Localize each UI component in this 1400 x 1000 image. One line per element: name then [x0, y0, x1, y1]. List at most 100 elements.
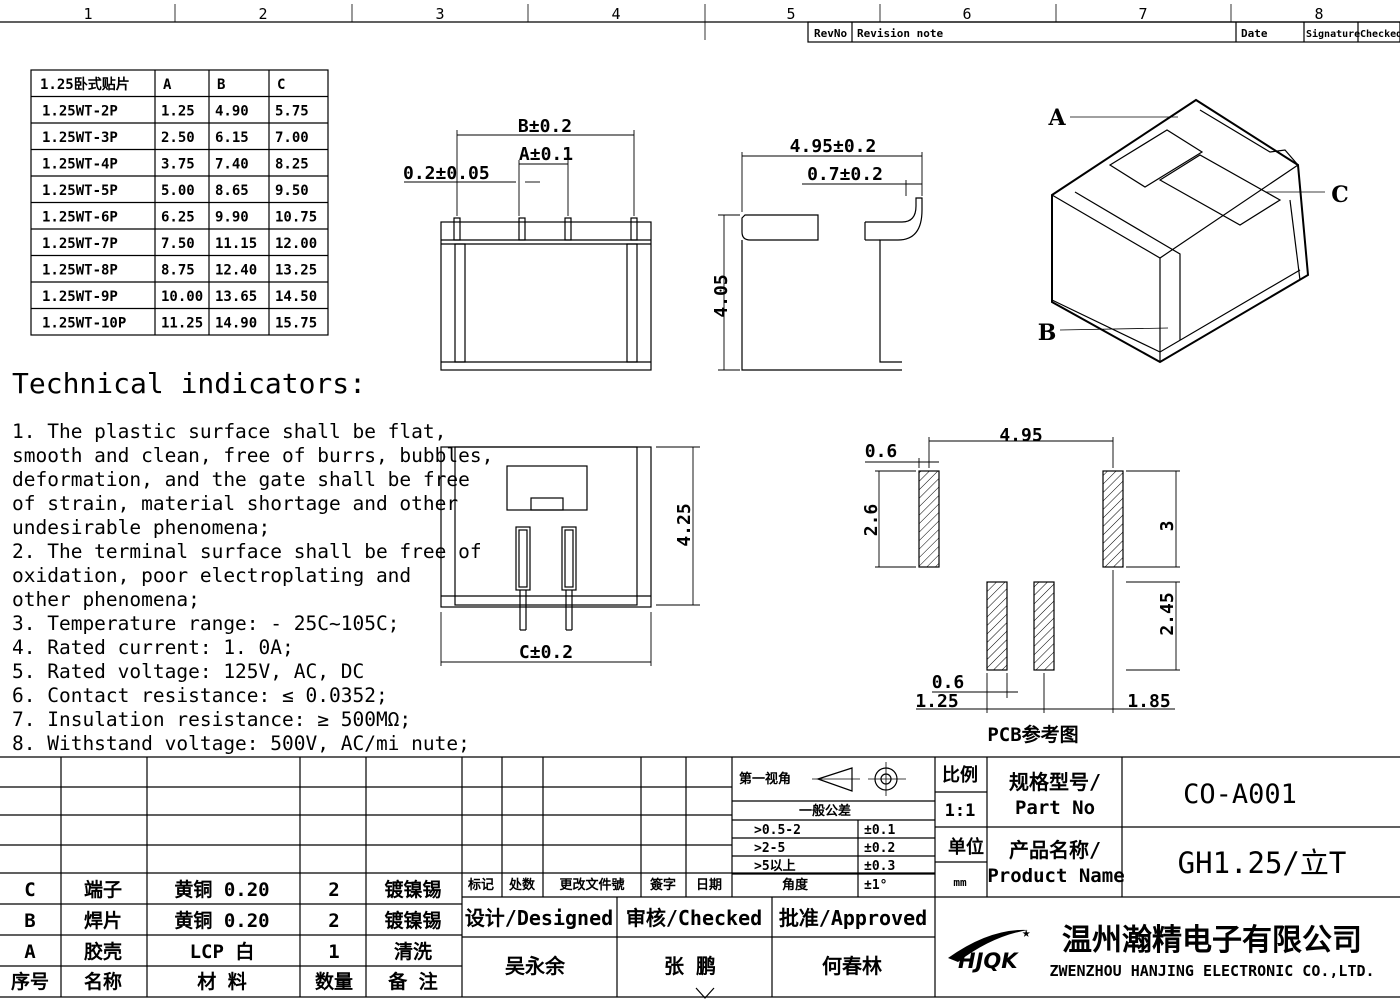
tech-list: 1. The plastic surface shall be flat,smo…: [12, 420, 493, 755]
product-name-label-cn: 产品名称/: [1009, 838, 1101, 862]
bom-header-material: 材 料: [197, 970, 246, 993]
part-no-value: CO-A001: [1183, 779, 1297, 810]
bom-name: 焊片: [84, 909, 122, 932]
revision-note-label: Revision note: [857, 27, 943, 40]
zone-4: 4: [611, 5, 620, 23]
bom-material: 黄铜 0.20: [174, 878, 269, 901]
dims-table-cell: 14.50: [275, 289, 317, 305]
dims-table-cell: 13.65: [215, 289, 257, 305]
product-name-value: GH1.25/立T: [1178, 846, 1347, 880]
pcb-pad: [1102, 470, 1124, 568]
dims-table-cell: 10.00: [161, 289, 203, 305]
tech-line: 8. Withstand voltage: 500V, AC/mi nute;: [12, 732, 470, 755]
dims-table-cell: 7.00: [275, 130, 309, 146]
tolerance-value: ±0.1: [864, 823, 895, 838]
side-width-dim: 4.95±0.2: [790, 136, 877, 157]
unit-value: mm: [953, 876, 967, 889]
top-height-dim: 4.25: [674, 503, 695, 546]
tech-line: deformation, and the gate shall be free: [12, 468, 470, 491]
dims-table-cell: 10.75: [275, 210, 317, 226]
dims-table-cell: 11.15: [215, 236, 257, 252]
checked-label: Checked: [1360, 29, 1400, 40]
dims-table-cell: 8.75: [161, 263, 195, 279]
dims-table-cell: 5.75: [275, 104, 309, 120]
changelog-doc: 更改文件號: [559, 877, 624, 893]
bom-code: B: [24, 910, 35, 932]
revision-header: RevNo Revision note Date Signature Check…: [807, 21, 1400, 43]
dims-table-cell: 1.25WT-9P: [42, 289, 118, 305]
changelog-sign: 簽字: [650, 877, 676, 893]
front-pin-dim: 0.2±0.05: [403, 163, 490, 184]
dims-table-cell: 6.15: [215, 130, 249, 146]
part-no-label-en: Part No: [1015, 797, 1095, 819]
pcb-right-height-dim: 3: [1157, 521, 1178, 532]
tech-line: 3. Temperature range: - 25C~105C;: [12, 612, 399, 635]
dims-table-cell: 1.25WT-6P: [42, 210, 118, 226]
tolerance-range: >2-5: [754, 841, 785, 856]
company-logo: HJQK ★: [948, 925, 1031, 973]
checked-by: 张 鹏: [664, 954, 716, 978]
tech-line: 5. Rated voltage: 125V, AC, DC: [12, 660, 364, 683]
logo-text: HJQK: [958, 949, 1019, 973]
projection-label: 第一视角: [739, 771, 791, 787]
dims-table-cell: 1.25WT-4P: [42, 157, 118, 173]
tolerance-range: 角度: [782, 877, 809, 893]
date-label: Date: [1241, 27, 1268, 40]
bom-header-name: 名称: [84, 970, 122, 993]
designed-label: 设计/Designed: [465, 906, 613, 930]
part-no-label-cn: 规格型号/: [1009, 770, 1101, 794]
scale-label: 比例: [942, 764, 978, 786]
unit-label: 单位: [948, 836, 984, 858]
tech-line: of strain, material shortage and other: [12, 492, 458, 515]
dims-table-cell: 1.25WT-5P: [42, 183, 118, 199]
dims-table-cell: 7.40: [215, 157, 249, 173]
iso-label-a: A: [1047, 105, 1066, 131]
dims-table-cell: 13.25: [275, 263, 317, 279]
dims-table-cell: 3.75: [161, 157, 195, 173]
bom-header-qty: 数量: [315, 970, 353, 993]
bom-code: A: [24, 941, 36, 963]
bom-header-note: 备 注: [387, 970, 437, 993]
changelog-count: 处数: [508, 877, 536, 893]
pcb-pad: [1033, 581, 1055, 671]
pcb-footprint: 4.95 0.6 2.6 3 2.45 0.6 1.25 1.85 PCB参考图: [861, 425, 1180, 746]
dims-table-cell: 12.40: [215, 263, 257, 279]
tech-line: 7. Insulation resistance: ≥ 500MΩ;: [12, 708, 411, 731]
dims-table-header: A: [163, 77, 172, 93]
tolerance-value: ±0.2: [864, 841, 895, 856]
bom-qty: 2: [328, 879, 339, 901]
dims-table-cell: 4.90: [215, 104, 249, 120]
zone-7: 7: [1138, 5, 1147, 23]
company-name-cn: 温州瀚精电子有限公司: [1062, 923, 1362, 958]
top-view: 4.25 C±0.2: [440, 446, 700, 666]
dims-table-cell: 1.25WT-8P: [42, 263, 118, 279]
pcb-caption: PCB参考图: [987, 723, 1078, 746]
changelog-mark: 标记: [467, 877, 494, 893]
side-view: 4.95±0.2 0.7±0.2 4.05: [711, 136, 923, 371]
dims-table-cell: 8.65: [215, 183, 249, 199]
front-b-dim: B±0.2: [518, 116, 572, 137]
dims-table-cell: 1.25WT-7P: [42, 236, 118, 252]
approved-label: 批准/Approved: [779, 906, 927, 930]
dims-table-cell: 8.25: [275, 157, 309, 173]
tech-line: 1. The plastic surface shall be flat,: [12, 420, 446, 443]
zone-5: 5: [786, 5, 795, 23]
changelog-date: 日期: [696, 878, 722, 893]
dims-table-header: B: [217, 77, 225, 93]
tech-title: Technical indicators:: [12, 367, 366, 400]
dims-table-cell: 11.25: [161, 316, 203, 332]
dims-table-cell: 12.00: [275, 236, 317, 252]
bom-note: 镀镍锡: [384, 909, 441, 932]
zone-6: 6: [962, 5, 971, 23]
bottom-ruler: [0, 987, 1400, 999]
zone-3: 3: [435, 5, 444, 23]
zone-8: 8: [1314, 5, 1323, 23]
bom-note: 清洗: [394, 940, 432, 963]
dims-table-cell: 14.90: [215, 316, 257, 332]
tech-line: smooth and clean, free of burrs, bubbles…: [12, 444, 493, 467]
tolerance-value: ±0.3: [864, 859, 895, 874]
pcb-offset-dim: 1.85: [1127, 691, 1170, 712]
pcb-lower-height-dim: 2.45: [1157, 592, 1178, 635]
pcb-width-dim: 4.95: [999, 425, 1042, 446]
